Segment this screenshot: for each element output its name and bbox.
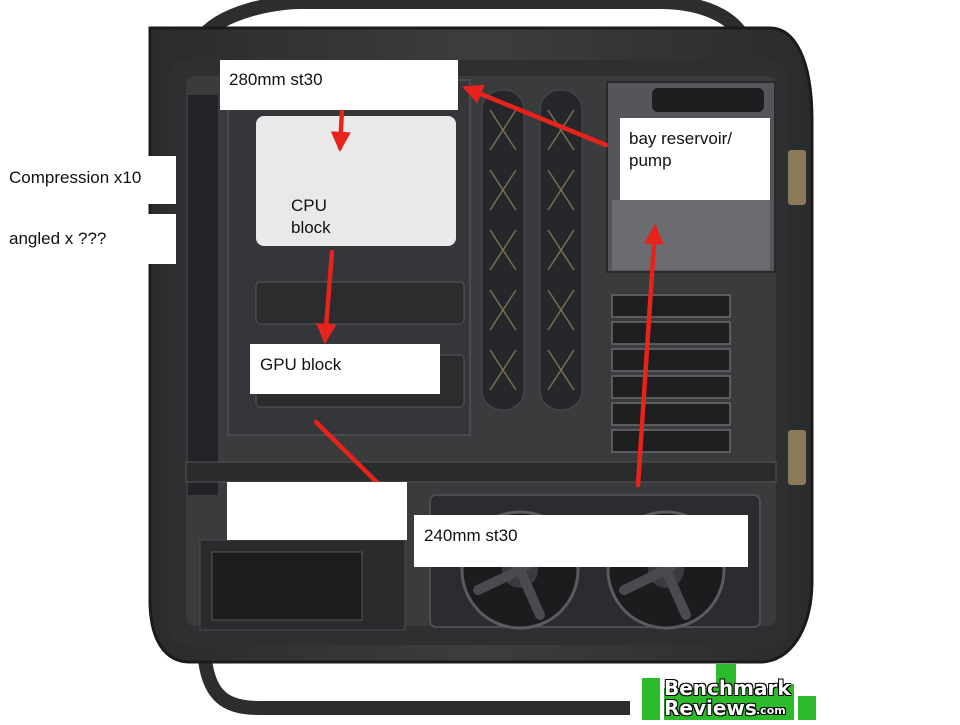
left-rail	[188, 95, 218, 495]
benchmark-reviews-logo: Benchmark Reviews .com	[628, 664, 830, 720]
hinge-bottom	[788, 430, 806, 485]
label-top-radiator: 280mm st30	[220, 60, 458, 110]
logo-suffix: .com	[756, 704, 786, 717]
logo-line-2: Reviews	[664, 696, 757, 720]
top-handle	[194, 0, 752, 45]
label-bay-reservoir: bay reservoir/ pump	[620, 118, 770, 200]
logo-line-1: Benchmark	[664, 676, 791, 700]
arrow-bottom-radiator-to-reservoir	[635, 223, 665, 488]
label-cpu-block: CPU block	[291, 196, 331, 237]
label-bottom-radiator: 240mm st30	[414, 515, 748, 567]
psu-divider	[185, 461, 777, 483]
logo-green-bars	[642, 664, 816, 720]
hinge-top	[788, 150, 806, 205]
arrow-cpu-to-gpu	[316, 249, 337, 345]
bottom-handle	[198, 658, 630, 715]
arrow-radiator-to-cpu	[330, 107, 351, 153]
label-compression: Compression x10	[0, 156, 176, 204]
arrow-reservoir-to-top-radiator	[462, 84, 609, 148]
label-gpu-block: GPU block	[250, 344, 440, 394]
bay-module-top	[652, 88, 764, 112]
label-angled: angled x ???	[0, 214, 176, 264]
blank-label-patch	[227, 482, 407, 540]
